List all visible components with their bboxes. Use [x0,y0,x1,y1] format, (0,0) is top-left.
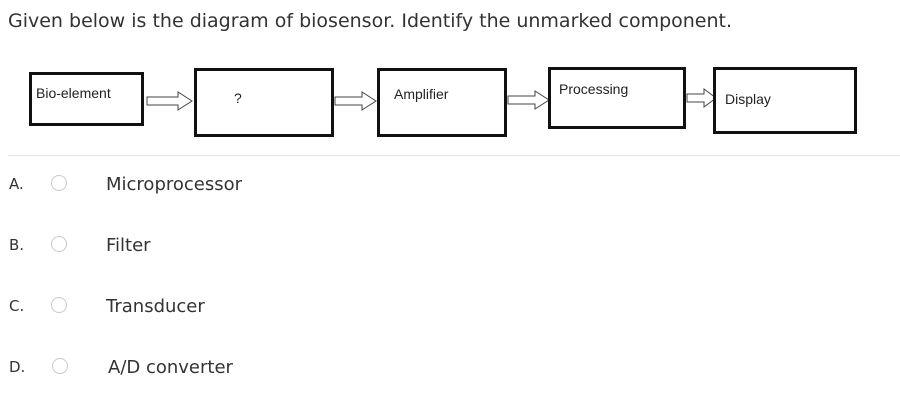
option-label[interactable]: A/D converter [108,357,233,378]
block-display [713,67,857,134]
radio-button[interactable] [52,358,68,374]
option-b[interactable]: B. Filter [0,232,400,262]
radio-button[interactable] [51,297,67,313]
biosensor-diagram: Bio-element ? Amplifier Processing Displ… [0,60,900,140]
block-bio-element [29,72,144,126]
block-label-bio-element: Bio-element [36,85,111,101]
arrow-icon [686,88,717,108]
block-label-amplifier: Amplifier [394,86,449,102]
question-text: Given below is the diagram of biosensor.… [8,10,733,32]
option-c[interactable]: C. Transducer [0,293,400,323]
block-label-unknown: ? [234,90,242,106]
arrow-icon [334,91,377,111]
option-a[interactable]: A. Microprocessor [0,171,400,201]
block-amplifier [377,68,507,137]
option-d[interactable]: D. A/D converter [0,354,400,384]
option-label[interactable]: Microprocessor [106,174,243,195]
divider [8,155,900,156]
option-letter: A. [9,175,24,193]
block-label-display: Display [725,91,771,107]
option-letter: C. [9,297,25,315]
block-unknown [194,68,334,137]
option-letter: B. [9,236,25,254]
radio-button[interactable] [51,236,67,252]
arrow-icon [507,90,550,110]
arrow-icon [146,91,193,111]
radio-button[interactable] [51,175,67,191]
block-processing [548,67,686,129]
option-label[interactable]: Filter [106,235,151,256]
option-letter: D. [9,358,26,376]
option-label[interactable]: Transducer [106,296,205,317]
block-label-processing: Processing [559,81,629,97]
